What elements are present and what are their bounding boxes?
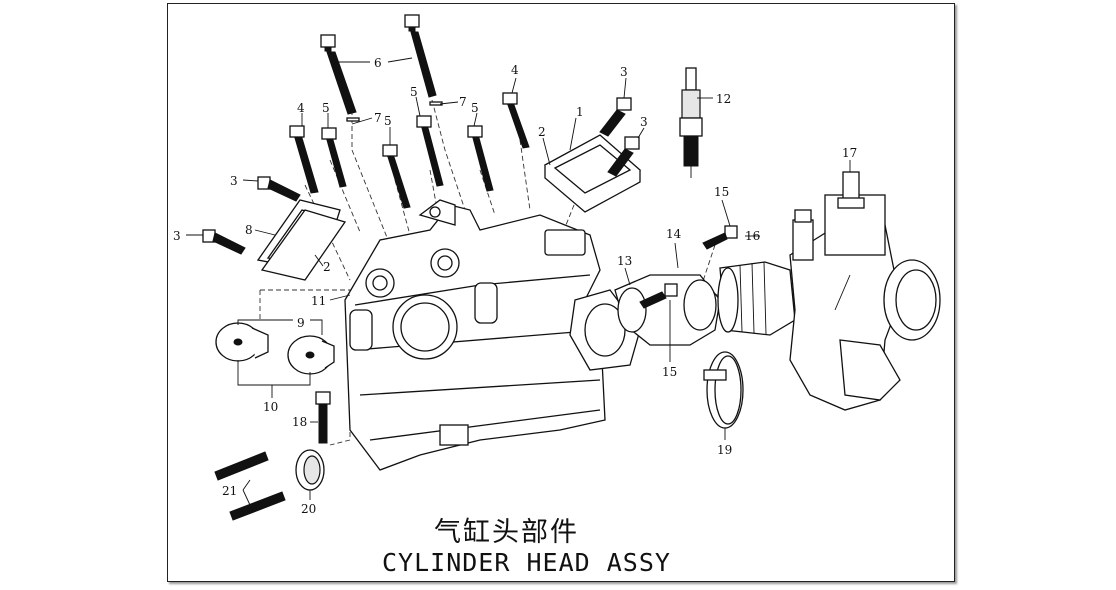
callout-20: 20 <box>301 502 316 516</box>
callout-15b: 15 <box>662 365 677 379</box>
callout-2a: 2 <box>538 125 546 139</box>
intake-manifold <box>614 225 738 346</box>
diagram-title-english: CYLINDER HEAD ASSY <box>382 548 671 577</box>
callout-4a: 4 <box>511 63 519 77</box>
callout-18: 18 <box>292 415 307 429</box>
callout-19: 19 <box>717 443 732 457</box>
washer-7b <box>429 101 443 106</box>
callout-5b: 5 <box>410 85 418 99</box>
callout-11: 11 <box>311 294 326 308</box>
callout-17: 17 <box>842 146 857 160</box>
bolts <box>202 14 640 255</box>
callout-3c: 3 <box>230 174 238 188</box>
callout-13: 13 <box>617 254 632 268</box>
callout-9: 9 <box>297 316 305 330</box>
callout-10: 10 <box>263 400 278 414</box>
callout-3d: 3 <box>173 229 181 243</box>
hose-clamp <box>703 351 744 429</box>
callout-5c: 5 <box>384 114 392 128</box>
cylinder-head <box>344 199 641 471</box>
leader-lines <box>186 57 851 506</box>
callout-1: 1 <box>576 105 584 119</box>
callout-5d: 5 <box>471 101 479 115</box>
carburetor <box>789 171 941 411</box>
bolt-18 <box>315 391 331 444</box>
callout-12: 12 <box>716 92 731 106</box>
washer-7a <box>346 117 360 122</box>
side-cover <box>256 199 347 281</box>
callout-8: 8 <box>245 223 253 237</box>
callout-3a: 3 <box>620 65 628 79</box>
callout-21: 21 <box>222 484 237 498</box>
callout-14: 14 <box>666 227 682 241</box>
tappet-caps <box>215 322 335 375</box>
valve-cover <box>543 134 642 213</box>
callout-15a: 15 <box>714 185 729 199</box>
diagram-title-chinese: 气缸头部件 <box>434 517 579 548</box>
callout-3b: 3 <box>640 115 648 129</box>
studs <box>214 451 286 521</box>
callout-labels: 1 2 2 3 3 3 3 4 4 5 5 5 5 6 7 7 8 9 10 1… <box>173 56 857 516</box>
callout-6: 6 <box>374 56 382 70</box>
callout-2b: 2 <box>323 260 331 274</box>
spark-plug <box>679 67 703 178</box>
callout-7a: 7 <box>374 111 382 125</box>
callout-5a: 5 <box>322 101 330 115</box>
oil-seal <box>295 449 325 491</box>
callout-4b: 4 <box>297 101 305 115</box>
carb-boot <box>717 261 796 336</box>
callout-7b: 7 <box>459 95 467 109</box>
callout-16: 16 <box>745 229 760 243</box>
